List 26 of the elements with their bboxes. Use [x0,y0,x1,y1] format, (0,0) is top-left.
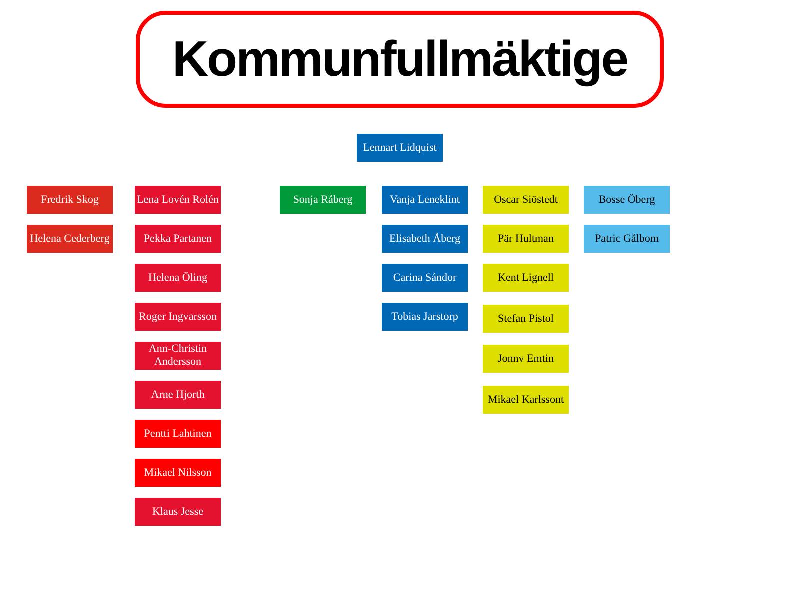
name-card: Klaus Jesse [135,498,221,526]
name-card: Mikael Karlssont [483,386,569,414]
name-card: Fredrik Skog [27,186,113,214]
name-card: Ann-Christin Andersson [135,342,221,370]
name-card: Stefan Pistol [483,305,569,333]
name-card: Lena Lovén Rolén [135,186,221,214]
name-card: Pekka Partanen [135,225,221,253]
name-card: Jonnv Emtin [483,345,569,373]
name-card: Elisabeth Åberg [382,225,468,253]
name-card: Mikael Nilsson [135,459,221,487]
name-card: Oscar Siöstedt [483,186,569,214]
name-card: Pär Hultman [483,225,569,253]
title-banner: Kommunfullmäktige [136,11,664,108]
name-card: Helena Öling [135,264,221,292]
name-card: Roger Ingvarsson [135,303,221,331]
name-card: Sonja Råberg [280,186,366,214]
name-card: Arne Hjorth [135,381,221,409]
name-card: Tobias Jarstorp [382,303,468,331]
name-card: Helena Cederberg [27,225,113,253]
name-card: Patric Gålbom [584,225,670,253]
name-card: Pentti Lahtinen [135,420,221,448]
name-card: Carina Sándor [382,264,468,292]
name-card: Kent Lignell [483,264,569,292]
name-card: Bosse Öberg [584,186,670,214]
name-card: Vanja Leneklint [382,186,468,214]
name-card: Lennart Lidquist [357,134,443,162]
